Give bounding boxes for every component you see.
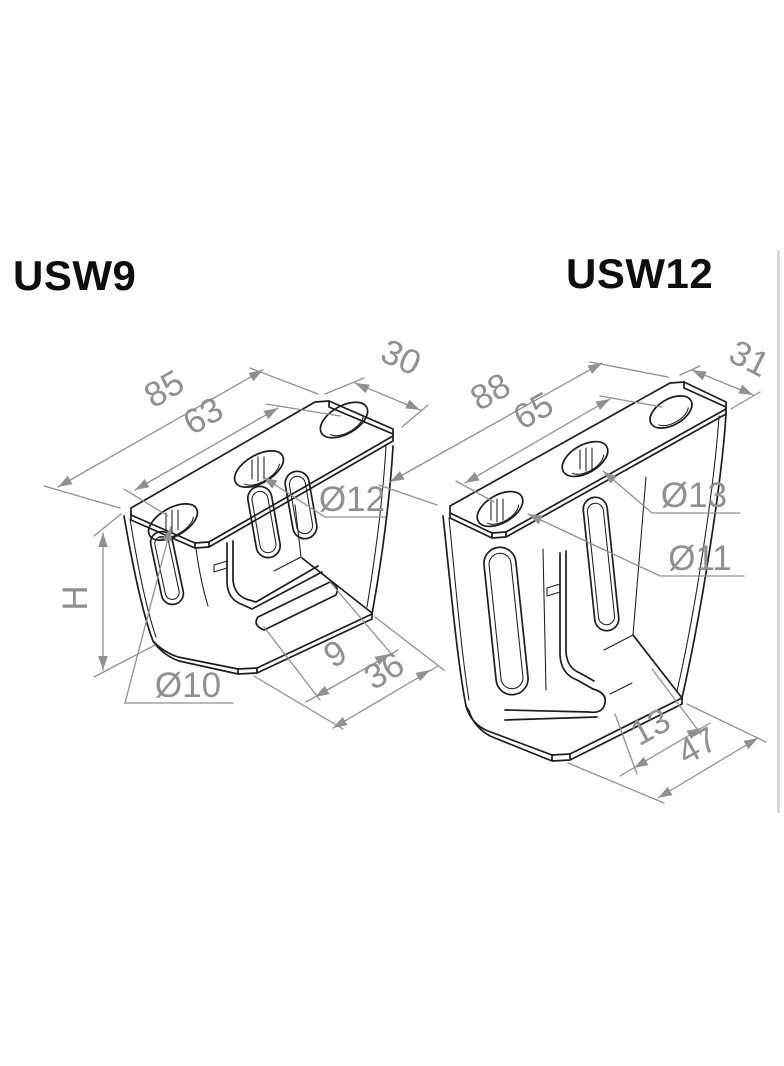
usw12-dim-plate-width: 31 [723,333,775,385]
dim-arrow [595,399,610,410]
usw12-hole-left [476,490,524,528]
dim-arrow [528,514,543,525]
usw9-drawing: 85 63 30 Ø12 H Ø10 9 36 [43,332,445,730]
dim-arrow [686,728,701,740]
usw9-hole-middle-detail [251,456,265,482]
usw12-left-slot [483,546,529,696]
usw9-dim-middle-hole: Ø12 [319,480,385,519]
dim-arrow [374,654,389,666]
usw9-front-wall [226,540,323,610]
usw12-foot [465,697,683,756]
usw12-dim-hole-spacing: 65 [507,384,560,437]
usw9-hole-right [319,401,369,439]
usw12-extension-lines [378,361,767,804]
dim-arrow [415,670,430,682]
usw12-leader-lines [527,470,745,577]
dim-arrow [658,786,673,798]
usw9-dimension-lines [57,369,439,729]
usw9-leader-lines [124,476,386,704]
usw9-foot-thickness [152,613,373,675]
dim-arrow [355,383,370,394]
usw12-dimension-lines [389,362,759,799]
dim-arrow [263,477,278,489]
usw9-hole-middle [233,450,285,488]
dim-arrow [405,399,420,410]
usw9-right-wall [371,445,394,615]
usw9-dim-end-hole: Ø10 [155,666,221,705]
dim-arrow [135,478,150,490]
usw9-dim-foot-slot: 9 [317,632,353,676]
usw12-front-wall [559,550,595,690]
usw9-dim-height: H [56,585,95,610]
usw12-dim-foot-depth: 47 [671,719,724,772]
dim-arrow [390,471,405,482]
dim-arrow [603,471,617,484]
usw9-left-wall [123,515,154,642]
dim-arrow [162,527,173,542]
dim-arrow [743,738,758,750]
product-title-usw9: USW9 [13,252,137,299]
usw9-dim-foot-depth: 36 [358,644,411,697]
dim-arrow [692,370,707,381]
usw12-back-wall-edges [603,476,647,651]
dim-arrow [98,533,108,547]
usw12-right-slot [582,496,620,632]
usw12-dim-foot-slot: 13 [624,700,677,753]
usw12-dim-plate-length: 88 [464,365,517,418]
usw9-plate-thickness [130,400,394,549]
usw12-right-wall [681,413,727,699]
usw9-dimensions: 85 63 30 Ø12 H Ø10 9 36 [43,332,445,730]
dim-arrow [333,716,348,728]
usw12-hole-right [649,395,693,429]
usw12-drawing: 88 65 31 Ø13 Ø11 13 47 [378,333,775,804]
usw12-hole-middle-detail [579,447,593,472]
usw9-part-outline [123,400,394,675]
usw9-hole-left-detail [165,509,179,534]
usw9-dim-plate-width: 30 [375,332,427,384]
usw12-dim-middle-hole: Ø13 [661,476,727,515]
usw12-foot-thickness [465,697,683,762]
dim-arrow [315,685,330,697]
dim-arrow [587,363,602,374]
usw12-left-wall [442,515,467,707]
usw9-extension-lines [43,367,445,730]
dim-arrow [738,384,753,395]
usw12-wall-notch [546,583,561,597]
usw12-part-outline [442,381,727,762]
usw12-foot-slot [504,688,607,721]
dim-arrow [98,656,108,670]
usw9-foot-slot [255,581,338,631]
usw12-plate-thickness [449,381,727,539]
product-title-usw12: USW12 [566,250,714,297]
usw9-wall-notch [213,560,228,573]
usw9-channel-slot-2 [284,470,318,540]
dim-arrow [248,370,263,382]
usw12-dim-end-hole: Ø11 [668,539,732,578]
dim-arrow [634,756,649,768]
content-right-border [777,250,780,813]
usw12-hole-left-detail [490,498,504,523]
usw9-channel-slot-1 [246,485,282,559]
usw9-hole-left [147,503,199,541]
usw9-back-wall-edges [273,504,302,572]
dim-arrow [58,475,73,487]
dim-arrow [263,408,278,420]
dim-arrow [465,472,480,483]
